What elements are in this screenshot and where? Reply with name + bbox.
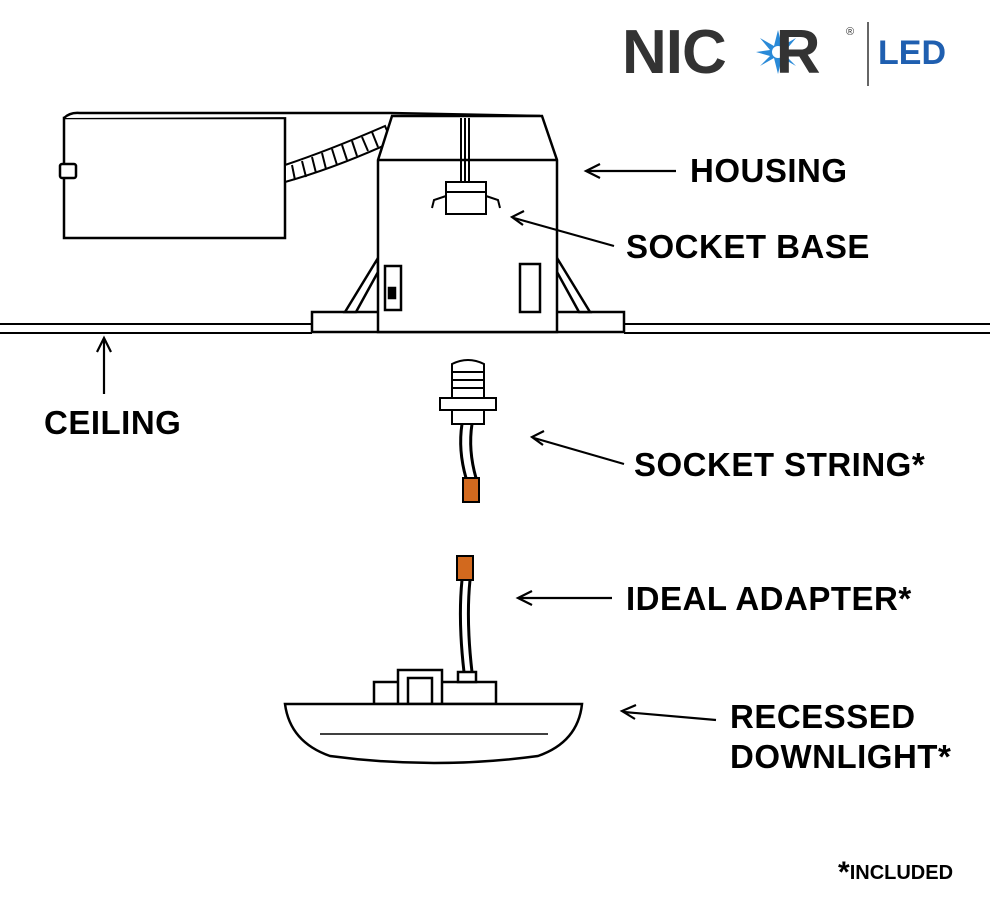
logo-product-line: LED	[878, 34, 946, 72]
arrows	[96, 163, 717, 722]
footnote-asterisk: *	[838, 856, 850, 889]
label-recessed-line2: DOWNLIGHT*	[730, 738, 952, 775]
label-socket-string: SOCKET STRING*	[634, 446, 926, 483]
junction-box	[58, 111, 541, 240]
flex-conduit	[284, 124, 394, 184]
socket-base-arrow	[513, 216, 615, 248]
socket-string-part	[439, 359, 497, 479]
ceiling-line	[0, 323, 990, 334]
label-ceiling: CEILING	[44, 404, 182, 441]
logo-brand: NICOR	[622, 18, 821, 87]
logo-star-icon	[756, 30, 800, 74]
ideal-adapter-wire	[458, 579, 474, 673]
label-recessed-line1: RECESSED	[730, 698, 916, 735]
housing-can	[310, 114, 626, 334]
label-housing: HOUSING	[690, 152, 848, 189]
socket-base	[431, 118, 501, 215]
footnote-included: *INCLUDED	[838, 858, 953, 888]
socket-string-arrow	[533, 436, 625, 466]
ideal-adapter-connector	[456, 555, 474, 581]
downlight-fixture	[283, 668, 584, 765]
logo-registered-mark: ®	[846, 26, 855, 38]
socket-string-connector	[462, 477, 480, 503]
recessed-downlight-arrow	[623, 710, 717, 722]
logo-brand-left: NICOR	[622, 18, 821, 87]
label-socket-base: SOCKET BASE	[626, 228, 870, 265]
footnote-text: INCLUDED	[849, 862, 954, 884]
label-ideal-adapter: IDEAL ADAPTER*	[626, 580, 912, 617]
